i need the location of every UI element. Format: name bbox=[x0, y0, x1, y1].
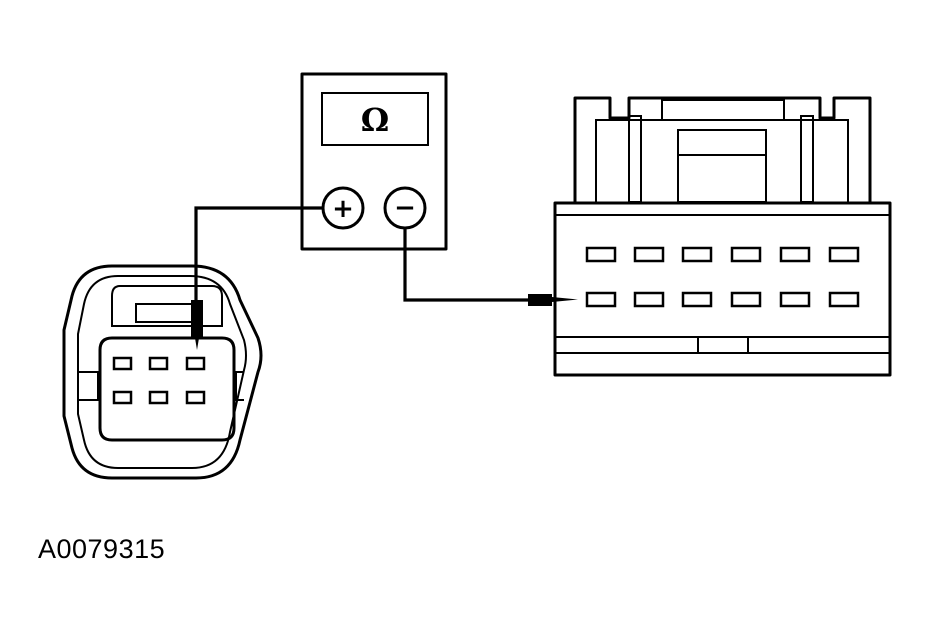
module-pin-7 bbox=[585, 291, 617, 308]
negative-terminal-label: − bbox=[394, 193, 416, 223]
positive-probe-tip bbox=[191, 300, 203, 350]
sensor-pin-4 bbox=[112, 390, 133, 405]
meter-display bbox=[321, 92, 429, 146]
module-connector-right-post bbox=[800, 115, 814, 203]
ohm-symbol: Ω bbox=[361, 101, 389, 139]
sensor-connector-right-key bbox=[235, 371, 244, 401]
sensor-pin-2 bbox=[148, 356, 169, 371]
sensor-connector-left-key bbox=[78, 371, 99, 401]
sensor-pin-6 bbox=[185, 390, 206, 405]
module-pin-4 bbox=[730, 246, 762, 263]
module-pin-2 bbox=[633, 246, 665, 263]
module-connector-body bbox=[553, 201, 892, 377]
module-pin-1 bbox=[585, 246, 617, 263]
sensor-connector bbox=[62, 264, 263, 480]
sensor-pin-1 bbox=[112, 356, 133, 371]
module-connector-top-housing bbox=[573, 96, 872, 205]
sensor-connector-latch-slot bbox=[135, 303, 199, 323]
module-pin-6 bbox=[828, 246, 860, 263]
multimeter: Ω + − bbox=[300, 72, 448, 251]
negative-probe-tip bbox=[528, 294, 578, 306]
figure-id: A0079315 bbox=[38, 534, 166, 564]
sensor-connector-latch bbox=[111, 285, 223, 327]
module-pin-3 bbox=[681, 246, 713, 263]
module-pin-5 bbox=[779, 246, 811, 263]
sensor-pin-3 bbox=[185, 356, 206, 371]
module-connector-latch bbox=[677, 129, 767, 203]
module-connector-left-post bbox=[628, 115, 642, 203]
module-connector bbox=[553, 96, 892, 377]
positive-test-lead bbox=[191, 206, 323, 350]
module-pin-11 bbox=[779, 291, 811, 308]
sensor-pin-5 bbox=[148, 390, 169, 405]
module-connector-inner-frame bbox=[595, 119, 849, 203]
multimeter-body bbox=[300, 72, 448, 251]
sensor-connector-outer-shell bbox=[62, 264, 263, 480]
negative-lead-wire bbox=[403, 228, 528, 302]
module-pin-10 bbox=[730, 291, 762, 308]
positive-terminal-label: + bbox=[332, 194, 354, 224]
sensor-connector-pin-cavity bbox=[98, 336, 236, 442]
positive-lead-wire bbox=[194, 206, 323, 300]
module-pin-12 bbox=[828, 291, 860, 308]
module-connector-latch-top bbox=[661, 99, 785, 121]
module-pin-8 bbox=[633, 291, 665, 308]
sensor-connector-inner-shell bbox=[77, 275, 247, 469]
module-pin-9 bbox=[681, 291, 713, 308]
negative-test-lead bbox=[403, 228, 578, 306]
